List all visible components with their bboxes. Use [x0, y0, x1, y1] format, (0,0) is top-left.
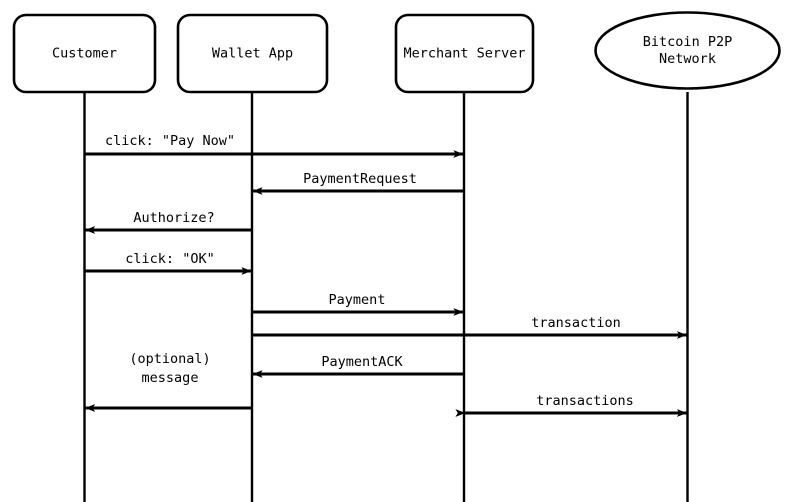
message-authorize-label: Authorize?	[133, 210, 214, 226]
participant-merchant-label: Merchant Server	[404, 46, 526, 62]
message-authorize-label-line: Authorize?	[133, 210, 214, 226]
participant-wallet-label-line: Wallet App	[212, 46, 293, 62]
message-authorize[interactable]: Authorize?	[85, 210, 253, 234]
participant-customer-label-line: Customer	[52, 46, 117, 62]
message-payment-request[interactable]: PaymentRequest	[252, 171, 464, 195]
participant-customer[interactable]: Customer	[12, 13, 157, 94]
message-transaction-label-line: transaction	[531, 315, 620, 331]
message-optional-message-label: (optional) message	[129, 351, 210, 386]
message-click-ok[interactable]: click: "OK"	[84, 251, 252, 275]
participant-wallet-label: Wallet App	[212, 46, 293, 62]
messages-layer: click: "Pay Now" PaymentRequestAuthorize?…	[84, 133, 687, 417]
message-click-pay-now[interactable]: click: "Pay Now"	[84, 133, 464, 158]
participant-customer-label: Customer	[52, 46, 117, 62]
message-payment-request-label-line: PaymentRequest	[303, 171, 417, 187]
message-transactions[interactable]: transactions	[455, 393, 687, 417]
message-payment-ack-label: PaymentACK	[321, 354, 403, 370]
message-optional-message-label-line: (optional)	[129, 351, 210, 367]
message-click-pay-now-label: click: "Pay Now"	[105, 133, 235, 149]
participants-layer: Customer Wallet App Merchant Server Bitcoin…	[12, 11, 781, 94]
message-payment-request-label: PaymentRequest	[303, 171, 417, 187]
participant-merchant[interactable]: Merchant Server	[394, 13, 535, 94]
message-payment-ack-label-line: PaymentACK	[321, 354, 403, 370]
message-click-ok-label-line: click: "OK"	[125, 251, 214, 267]
participant-wallet[interactable]: Wallet App	[176, 13, 329, 94]
message-optional-message[interactable]: (optional) message	[85, 351, 253, 412]
participant-network-ellipse	[594, 11, 781, 90]
message-optional-message-label-line: message	[142, 370, 199, 386]
message-payment-ack[interactable]: PaymentACK	[252, 354, 464, 378]
message-payment[interactable]: Payment	[252, 292, 464, 316]
participant-merchant-label-line: Merchant Server	[404, 46, 526, 62]
message-payment-label: Payment	[329, 292, 386, 308]
message-transactions-label: transactions	[536, 393, 634, 409]
participant-network-label-line: Bitcoin P2P	[643, 34, 732, 50]
message-click-pay-now-label-line: click: "Pay Now"	[105, 133, 235, 149]
message-payment-label-line: Payment	[329, 292, 386, 308]
message-transaction[interactable]: transaction	[252, 315, 687, 339]
message-transactions-label-line: transactions	[536, 393, 634, 409]
message-click-ok-label: click: "OK"	[125, 251, 214, 267]
lifelines-layer	[83, 92, 689, 502]
message-transaction-label: transaction	[531, 315, 620, 331]
participant-network-label-line: Network	[659, 51, 716, 67]
